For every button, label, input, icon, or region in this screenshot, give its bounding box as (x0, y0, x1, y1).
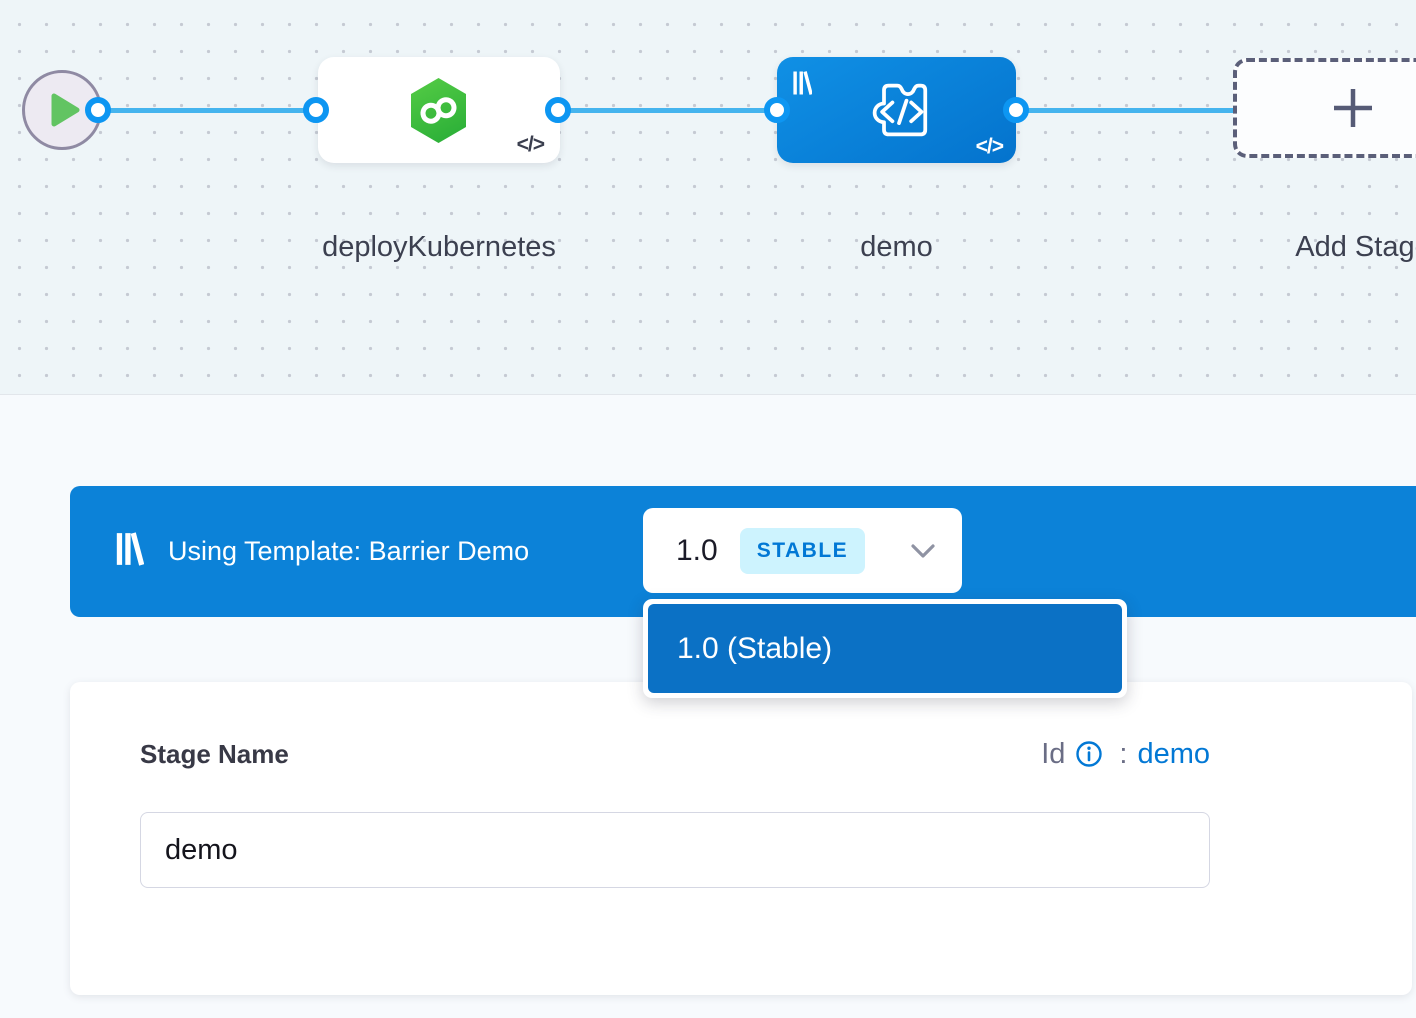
stage-id-group: Id : demo (1041, 738, 1210, 771)
port[interactable] (764, 97, 790, 123)
stable-badge: STABLE (739, 527, 866, 574)
template-banner-text: Using Template: Barrier Demo (168, 536, 530, 566)
version-option-label: 1.0 (Stable) (677, 631, 833, 665)
stage-id-value: demo (1137, 737, 1210, 770)
stage-name-input[interactable] (140, 812, 1210, 888)
add-stage-button[interactable] (1233, 58, 1416, 158)
stage-node-deploykubernetes[interactable]: </> (318, 57, 560, 163)
custom-stage-icon (861, 80, 937, 145)
stage-name-label: Stage Name (140, 738, 289, 769)
version-number: 1.0 (676, 533, 718, 567)
connector-line (98, 108, 318, 113)
deploy-stage-icon (407, 76, 470, 150)
stage-label: demo (860, 231, 933, 263)
port[interactable] (545, 97, 571, 123)
version-option-selected[interactable]: 1.0 (Stable) (648, 604, 1122, 693)
port[interactable] (85, 97, 111, 123)
port[interactable] (303, 97, 329, 123)
template-icon (114, 531, 145, 572)
connector-line (558, 108, 777, 113)
template-banner: Using Template: Barrier Demo 1.0 STABLE (70, 486, 1416, 617)
stage-node-demo[interactable]: </> (777, 57, 1016, 163)
template-version-select[interactable]: 1.0 STABLE (643, 508, 962, 593)
id-separator: : (1119, 737, 1128, 770)
connector-line (1016, 108, 1236, 113)
port[interactable] (1003, 97, 1029, 123)
pipeline-canvas[interactable]: </> </> (0, 0, 1416, 395)
stage-label: deployKubernetes (322, 231, 556, 263)
stage-overview-card: Stage Name Id : demo (70, 682, 1412, 995)
chevron-down-icon (910, 542, 936, 565)
stage-name-row: Stage Name Id : demo (140, 734, 1210, 774)
code-icon[interactable]: </> (516, 133, 545, 156)
code-icon[interactable]: </> (975, 135, 1004, 158)
version-dropdown-menu: 1.0 (Stable) (643, 599, 1127, 698)
template-icon (792, 70, 813, 101)
id-label: Id (1041, 737, 1066, 770)
info-icon[interactable] (1075, 740, 1103, 768)
play-icon (50, 93, 80, 127)
add-stage-label: Add Stage (1295, 231, 1416, 263)
plus-icon (1330, 85, 1376, 131)
